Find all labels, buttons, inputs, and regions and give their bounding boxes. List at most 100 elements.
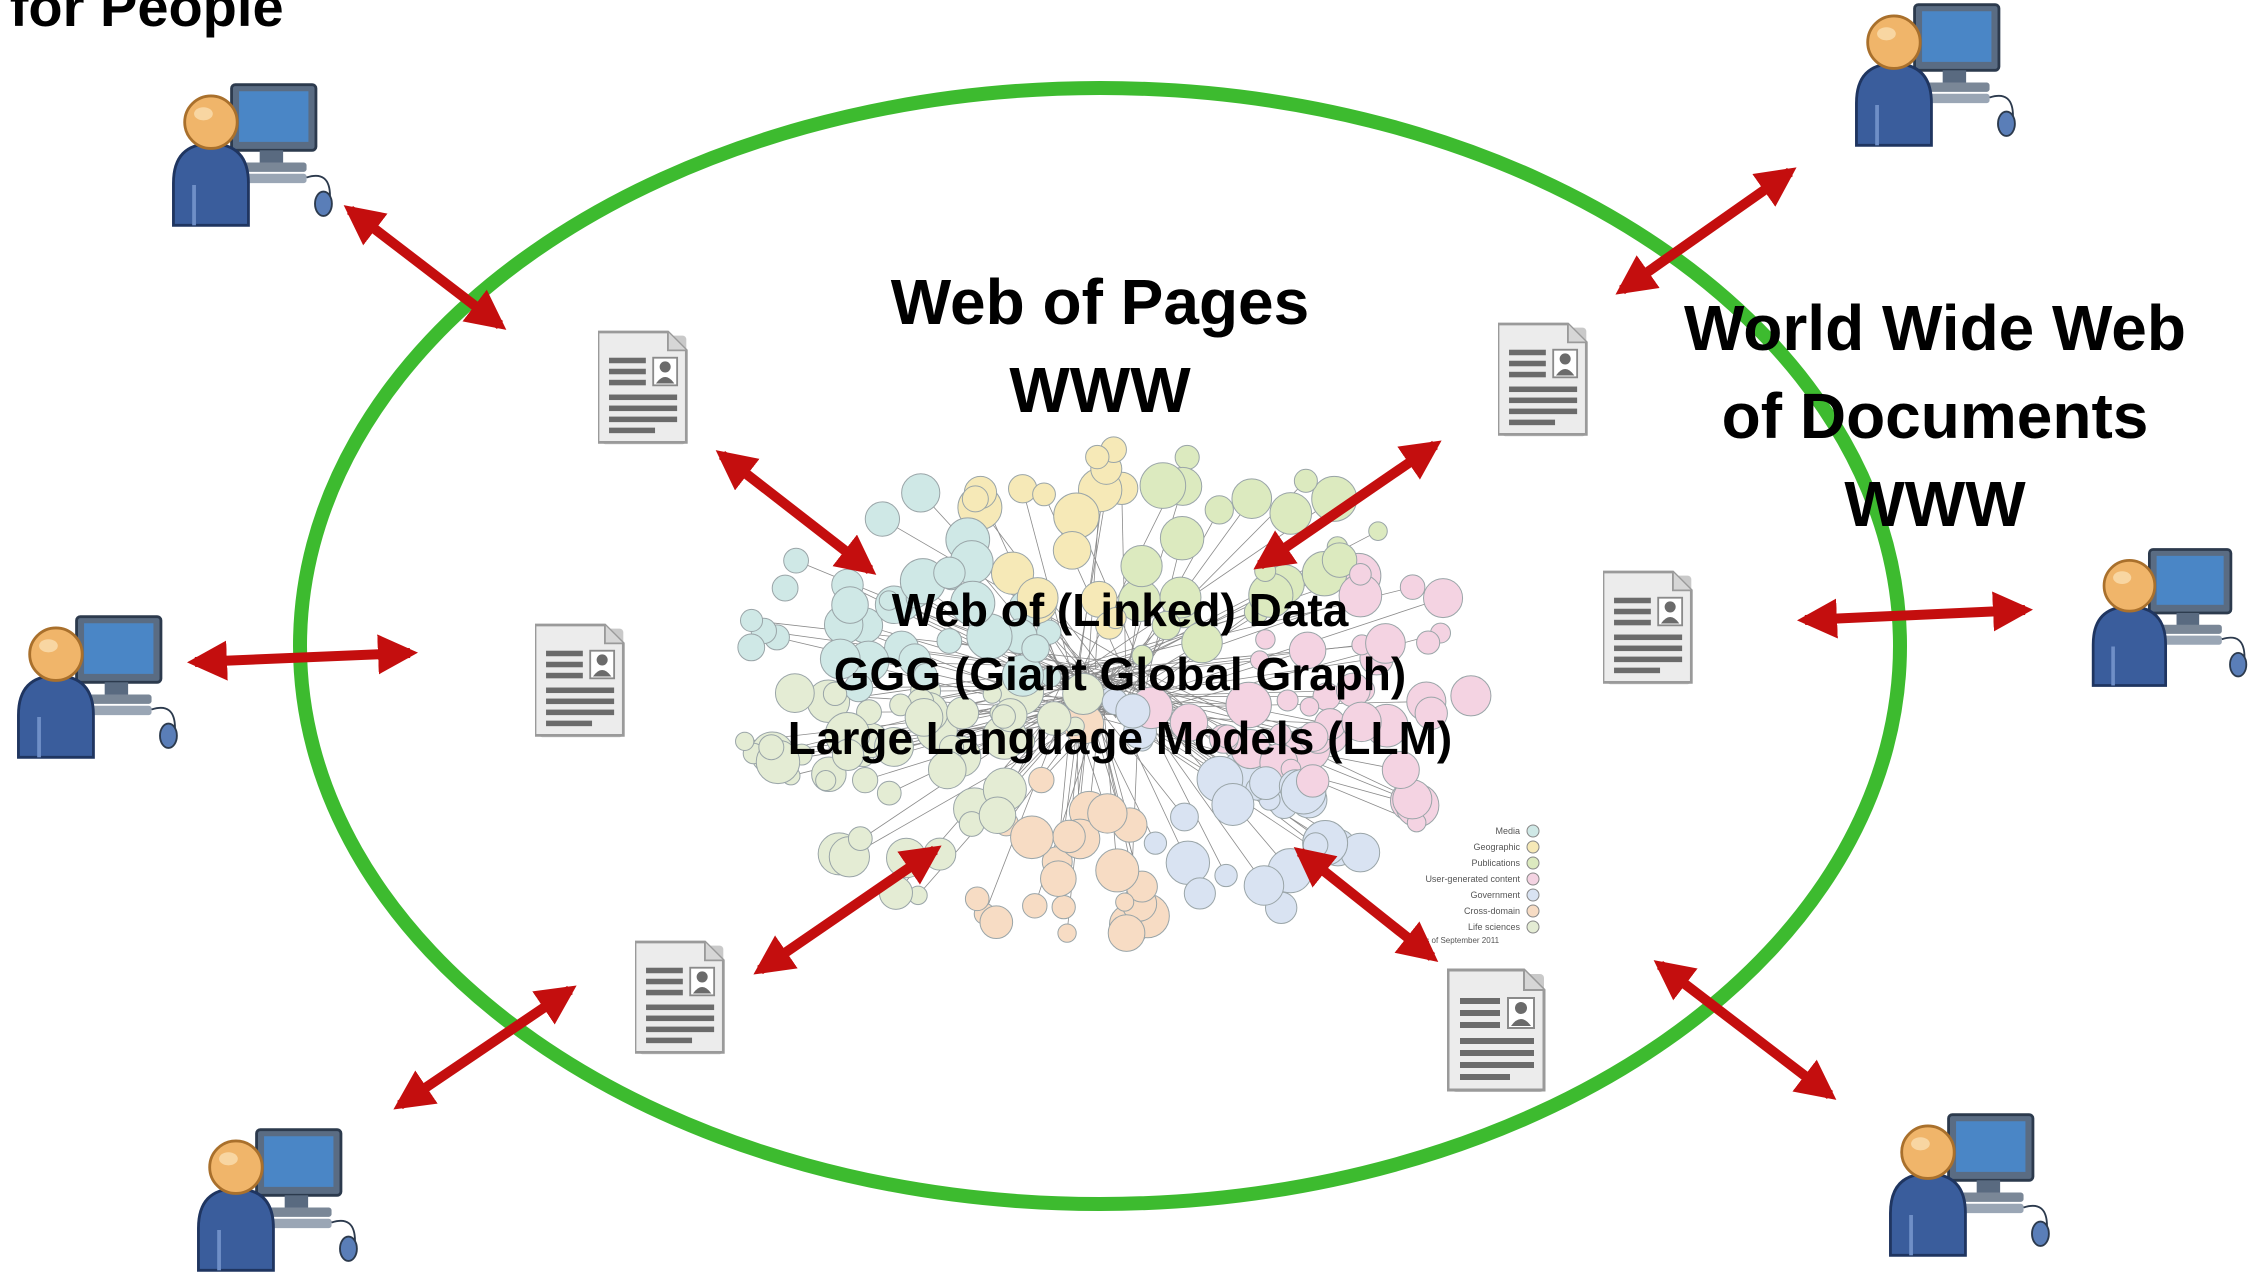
cloud-bubble — [1001, 654, 1044, 697]
title-pages-line-1: Web of Pages — [890, 266, 1310, 338]
cloud-bubble — [1293, 468, 1318, 493]
cloud-bubble — [1010, 815, 1054, 860]
user-computer-icon — [171, 82, 334, 228]
cloud-bubble — [1416, 630, 1441, 655]
legend-label: Publications — [1471, 858, 1520, 868]
cloud-link — [1102, 699, 1118, 871]
user-computer-icon — [1888, 1112, 2051, 1258]
title-documents: World Wide Web of Documents WWW — [1640, 284, 2230, 548]
title-documents-line-1: World Wide Web — [1684, 292, 2186, 364]
title-pages-line-2: WWW — [1009, 354, 1191, 426]
cloud-bubble — [1368, 521, 1388, 541]
document-icon — [1498, 322, 1588, 438]
cloud-bubble — [1057, 923, 1077, 943]
cloud-bubble — [1115, 892, 1135, 912]
legend-label: Cross-domain — [1464, 906, 1520, 916]
double-arrow-icon — [1615, 167, 1797, 295]
cloud-bubble — [1012, 730, 1036, 753]
cloud-bubble — [1139, 462, 1187, 509]
cloud-bubble — [1381, 750, 1420, 789]
double-arrow-icon — [393, 985, 577, 1110]
double-arrow-icon — [1253, 440, 1442, 570]
user-computer-icon — [1854, 2, 2017, 148]
cloud-bubble — [874, 726, 914, 767]
cloud-bubble — [831, 586, 869, 624]
cloud-bubble — [1214, 863, 1238, 888]
cloud-bubble — [991, 704, 1016, 729]
cloud-bubble — [982, 684, 1002, 704]
legend-label: Life sciences — [1468, 922, 1521, 932]
cloud-bubble — [1036, 701, 1072, 736]
cloud-bubble — [1022, 893, 1048, 919]
cloud-bubble — [978, 796, 1017, 835]
cloud-bubble — [1414, 696, 1448, 730]
cloud-bubble — [1399, 574, 1426, 600]
cloud-link — [1137, 666, 1225, 740]
cloud-bubble — [758, 734, 785, 761]
center-label-linked-data: Web of (Linked) Data — [891, 584, 1349, 636]
cloud-bubble — [1104, 607, 1127, 630]
cloud-legend: MediaGeographicPublicationsUser-generate… — [1420, 824, 1540, 945]
cloud-bubble — [1450, 675, 1492, 717]
cloud-bubble — [1181, 621, 1223, 664]
cloud-bubble — [1062, 672, 1105, 716]
cloud-bubble — [864, 501, 901, 537]
cloud-caption: As of September 2011 — [1420, 936, 1500, 945]
cloud-bubble — [1269, 723, 1292, 746]
document-icon — [1447, 968, 1546, 1094]
cloud-bubble — [933, 556, 966, 590]
cloud-bubble — [1151, 610, 1182, 641]
cloud-bubble — [737, 633, 766, 662]
cloud-bubble — [1085, 444, 1110, 470]
cloud-bubble — [1341, 701, 1382, 743]
cloud-bubble — [1215, 724, 1240, 749]
cloud-bubble — [851, 766, 879, 794]
cloud-bubble — [815, 769, 837, 792]
cloud-bubble — [1183, 877, 1216, 910]
document-icon — [598, 330, 688, 446]
cloud-bubble — [964, 886, 990, 912]
cloud-bubble — [1052, 531, 1092, 570]
cloud-bubble — [936, 628, 963, 654]
double-arrow-icon — [715, 450, 877, 575]
cloud-bubble — [1120, 544, 1163, 588]
title-pages: Web of Pages WWW — [840, 258, 1360, 434]
cloud-bubble — [1295, 764, 1330, 798]
cloud-bubble — [878, 590, 900, 611]
cloud-bubble — [901, 473, 941, 513]
document-icon — [535, 623, 625, 739]
cloud-bubble — [1299, 697, 1320, 717]
cloud-bubble — [1249, 650, 1270, 670]
cloud-bubble — [831, 738, 865, 771]
cloud-bubble — [847, 826, 873, 851]
cloud-bubble — [1170, 802, 1199, 832]
legend-swatch — [1526, 920, 1540, 934]
cloud-bubble — [979, 905, 1014, 940]
title-documents-line-3: WWW — [1844, 468, 2026, 540]
double-arrow-icon — [187, 634, 418, 681]
legend-swatch — [1526, 840, 1540, 854]
cloud-bubble — [1276, 689, 1299, 712]
legend-label: User-generated content — [1425, 874, 1520, 884]
cloud-link — [1114, 643, 1386, 669]
cloud-bubble — [819, 638, 861, 680]
cloud-bubble — [1225, 681, 1272, 729]
legend-label: Government — [1470, 890, 1520, 900]
cloud-bubble — [1115, 693, 1151, 729]
cloud-bubble — [1159, 515, 1205, 561]
cloud-link — [843, 624, 1087, 719]
cloud-bubble — [1028, 766, 1055, 794]
center-label-ggg: GGG (Giant Global Graph) — [833, 648, 1407, 700]
cloud-bubble — [1016, 577, 1059, 619]
cloud-bubble — [1040, 860, 1077, 897]
legend-label: Media — [1495, 826, 1520, 836]
document-icon — [635, 940, 725, 1056]
legend-swatch — [1526, 824, 1540, 838]
cloud-bubble — [1365, 623, 1406, 664]
cloud-bubble — [1131, 644, 1154, 667]
center-labels: Web of (Linked) Data GGG (Giant Global G… — [750, 578, 1490, 770]
cloud-bubble — [1243, 865, 1285, 906]
cloud-bubble — [1159, 576, 1202, 619]
linked-data-cloud — [735, 436, 1492, 952]
